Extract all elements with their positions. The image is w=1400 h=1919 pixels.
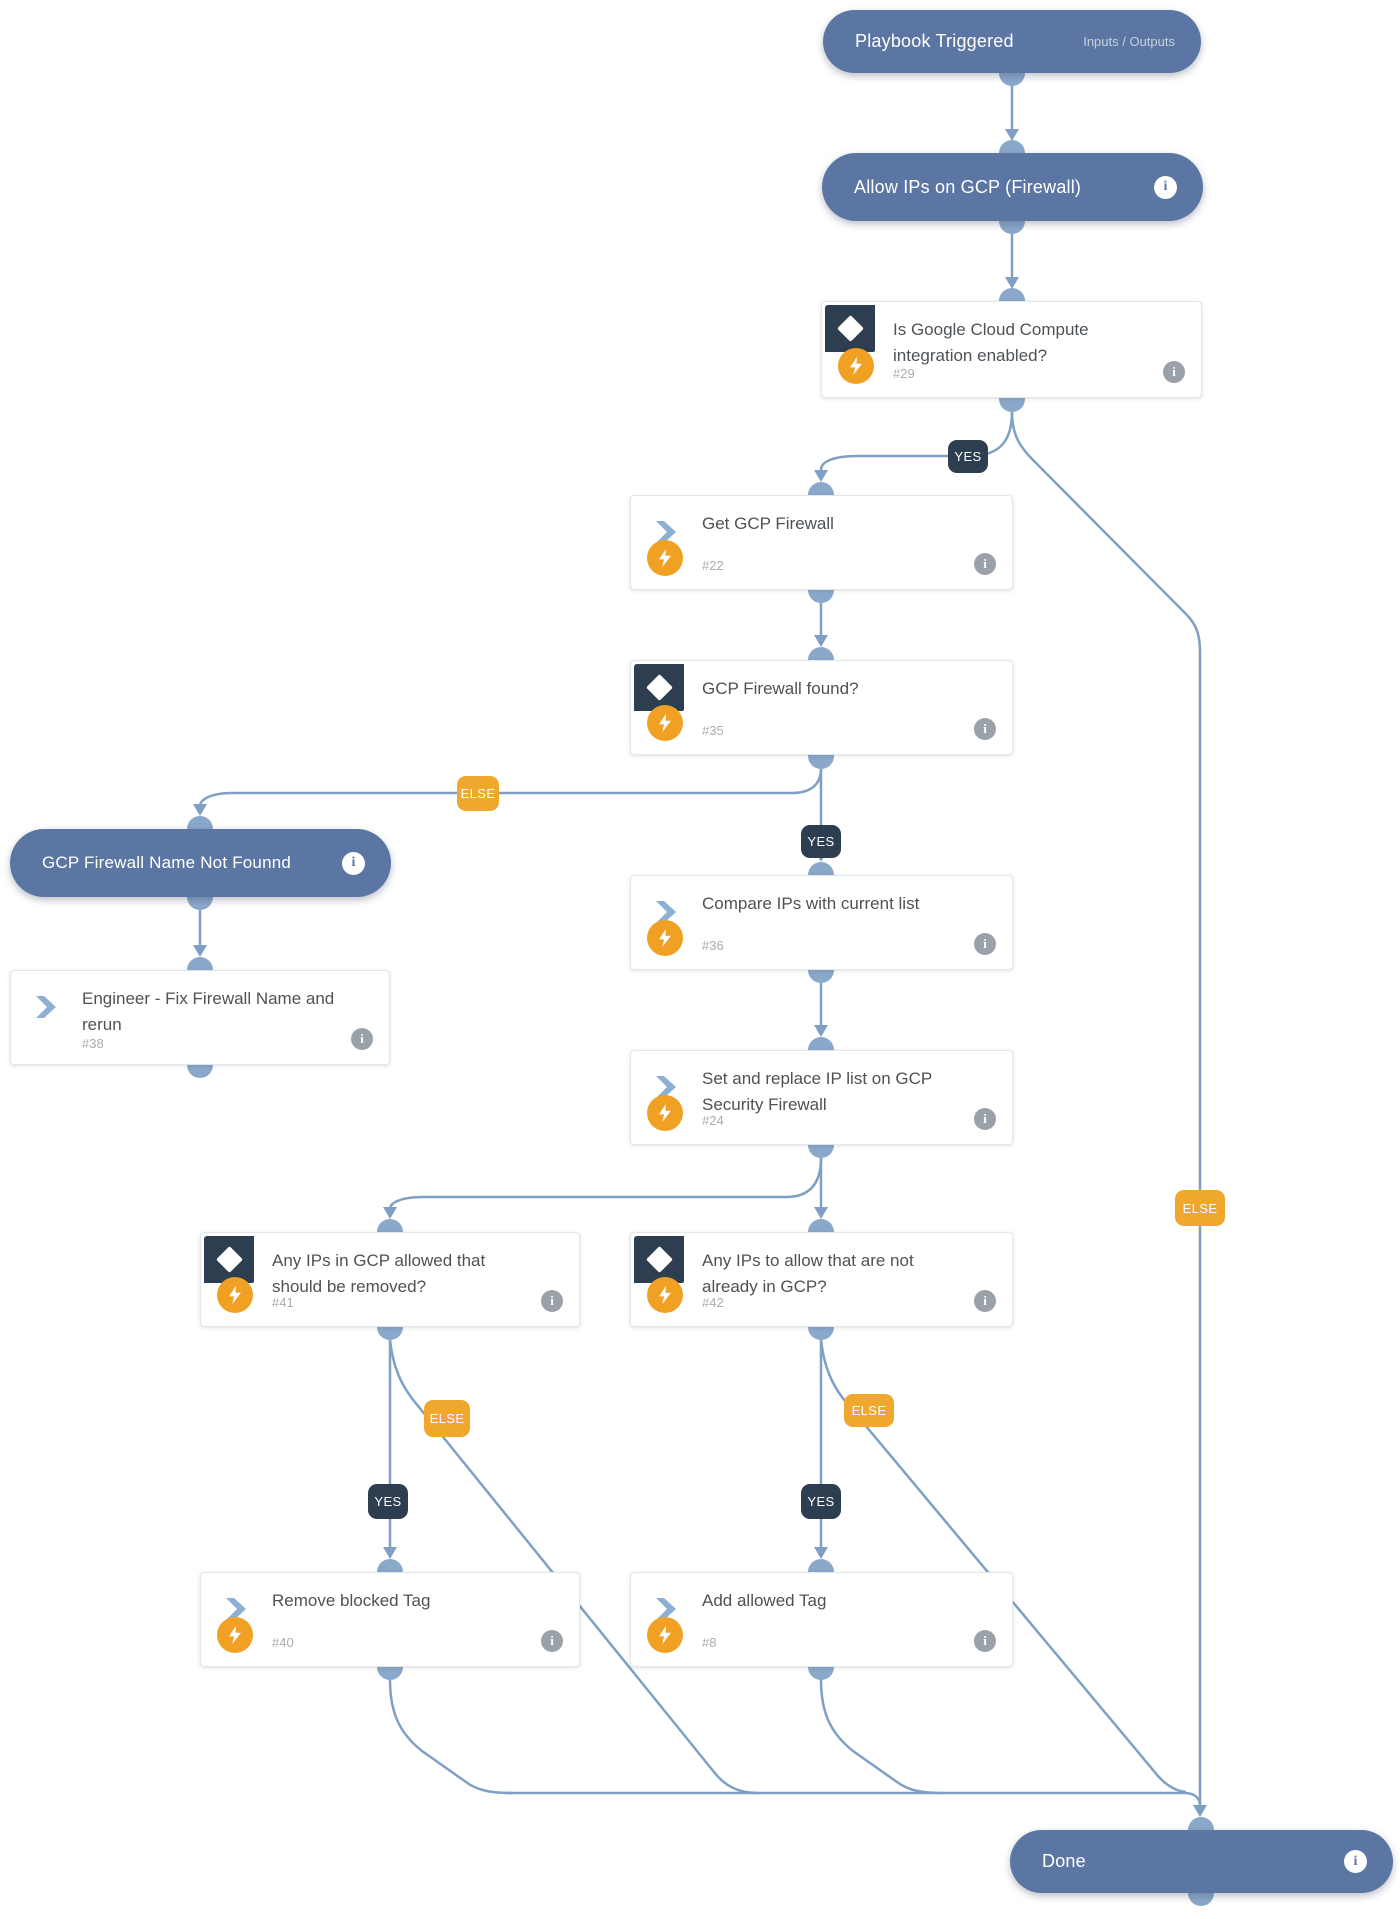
node-title: Is Google Cloud Compute integration enab… (893, 320, 1089, 366)
node-title: Get GCP Firewall (702, 514, 834, 533)
node-title: Done (1042, 1851, 1086, 1871)
task-chevron-icon (36, 996, 56, 1018)
node-title: Any IPs in GCP allowed that should be re… (272, 1251, 486, 1297)
node-title: Compare IPs with current list (702, 894, 920, 913)
task-id: #40 (272, 1635, 294, 1650)
node-task-38[interactable]: Engineer - Fix Firewall Name and rerun #… (10, 970, 390, 1065)
info-icon[interactable]: i (541, 1630, 563, 1652)
task-id: #36 (702, 938, 724, 953)
node-task-24[interactable]: Set and replace IP list on GCP Security … (630, 1050, 1013, 1145)
task-chevron-icon (656, 1598, 676, 1620)
automation-bolt-icon (217, 1277, 253, 1313)
task-chevron-icon (656, 521, 676, 543)
automation-bolt-icon (647, 1617, 683, 1653)
task-id: #42 (702, 1295, 724, 1310)
edge-label-else-42: ELSE (844, 1394, 894, 1427)
node-title: GCP Firewall found? (702, 679, 859, 698)
info-icon[interactable]: i (1344, 1850, 1367, 1873)
task-id: #38 (82, 1036, 104, 1051)
info-icon[interactable]: i (541, 1290, 563, 1312)
info-icon[interactable]: i (342, 851, 365, 875)
task-id: #41 (272, 1295, 294, 1310)
node-allow-ips-on-gcp[interactable]: Allow IPs on GCP (Firewall) i (822, 153, 1203, 221)
node-condition-41[interactable]: Any IPs in GCP allowed that should be re… (200, 1232, 580, 1327)
edge-label-yes-41: YES (368, 1484, 408, 1519)
info-icon[interactable]: i (974, 718, 996, 740)
automation-bolt-icon (647, 1277, 683, 1313)
condition-diamond-icon (634, 1236, 684, 1283)
task-id: #22 (702, 558, 724, 573)
edge-label-yes-29: YES (948, 440, 988, 473)
info-icon[interactable]: i (974, 1630, 996, 1652)
edge-label-yes-42: YES (801, 1484, 841, 1519)
automation-bolt-icon (647, 540, 683, 576)
node-playbook-triggered[interactable]: Playbook Triggered Inputs / Outputs (823, 10, 1201, 73)
node-task-40[interactable]: Remove blocked Tag #40 i (200, 1572, 580, 1667)
automation-bolt-icon (647, 1095, 683, 1131)
node-title: Remove blocked Tag (272, 1591, 431, 1610)
task-chevron-icon (226, 1598, 246, 1620)
edge-label-yes-35: YES (801, 825, 841, 858)
node-title: Allow IPs on GCP (Firewall) (854, 176, 1082, 197)
node-title: Engineer - Fix Firewall Name and rerun (82, 989, 335, 1035)
node-task-22[interactable]: Get GCP Firewall #22 i (630, 495, 1013, 590)
info-icon[interactable]: i (974, 553, 996, 575)
condition-diamond-icon (634, 664, 684, 711)
node-task-8[interactable]: Add allowed Tag #8 i (630, 1572, 1013, 1667)
node-condition-35[interactable]: GCP Firewall found? #35 i (630, 660, 1013, 755)
info-icon[interactable]: i (1163, 361, 1185, 383)
edge-label-else-29: ELSE (1175, 1190, 1225, 1226)
automation-bolt-icon (217, 1617, 253, 1653)
node-condition-42[interactable]: Any IPs to allow that are not already in… (630, 1232, 1013, 1327)
node-task-36[interactable]: Compare IPs with current list #36 i (630, 875, 1013, 970)
node-title: Playbook Triggered (855, 31, 1014, 51)
task-id: #35 (702, 723, 724, 738)
node-title: Add allowed Tag (702, 1591, 827, 1610)
node-title: Any IPs to allow that are not already in… (702, 1251, 914, 1297)
edge-arrowheads (193, 129, 1207, 1817)
task-chevron-icon (656, 901, 676, 923)
condition-diamond-icon (204, 1236, 254, 1283)
task-id: #29 (893, 366, 915, 381)
info-icon[interactable]: i (974, 1108, 996, 1130)
task-id: #8 (702, 1635, 717, 1650)
task-chevron-icon (656, 1076, 676, 1098)
node-title: Set and replace IP list on GCP Security … (702, 1069, 932, 1115)
node-condition-29[interactable]: Is Google Cloud Compute integration enab… (821, 301, 1202, 398)
node-title: GCP Firewall Name Not Founnd (42, 853, 292, 872)
info-icon[interactable]: i (351, 1028, 373, 1050)
automation-bolt-icon (647, 705, 683, 741)
info-icon[interactable]: i (1154, 175, 1177, 199)
edge-label-else-35: ELSE (457, 776, 499, 811)
node-done[interactable]: Done i (1010, 1830, 1393, 1893)
node-gcp-firewall-name-not-found[interactable]: GCP Firewall Name Not Founnd i (10, 829, 391, 897)
automation-bolt-icon (838, 348, 874, 384)
inputs-outputs-link[interactable]: Inputs / Outputs (1083, 34, 1175, 49)
edge-label-else-41: ELSE (424, 1400, 470, 1437)
task-id: #24 (702, 1113, 724, 1128)
condition-diamond-icon (825, 305, 875, 352)
info-icon[interactable]: i (974, 933, 996, 955)
info-icon[interactable]: i (974, 1290, 996, 1312)
automation-bolt-icon (647, 920, 683, 956)
